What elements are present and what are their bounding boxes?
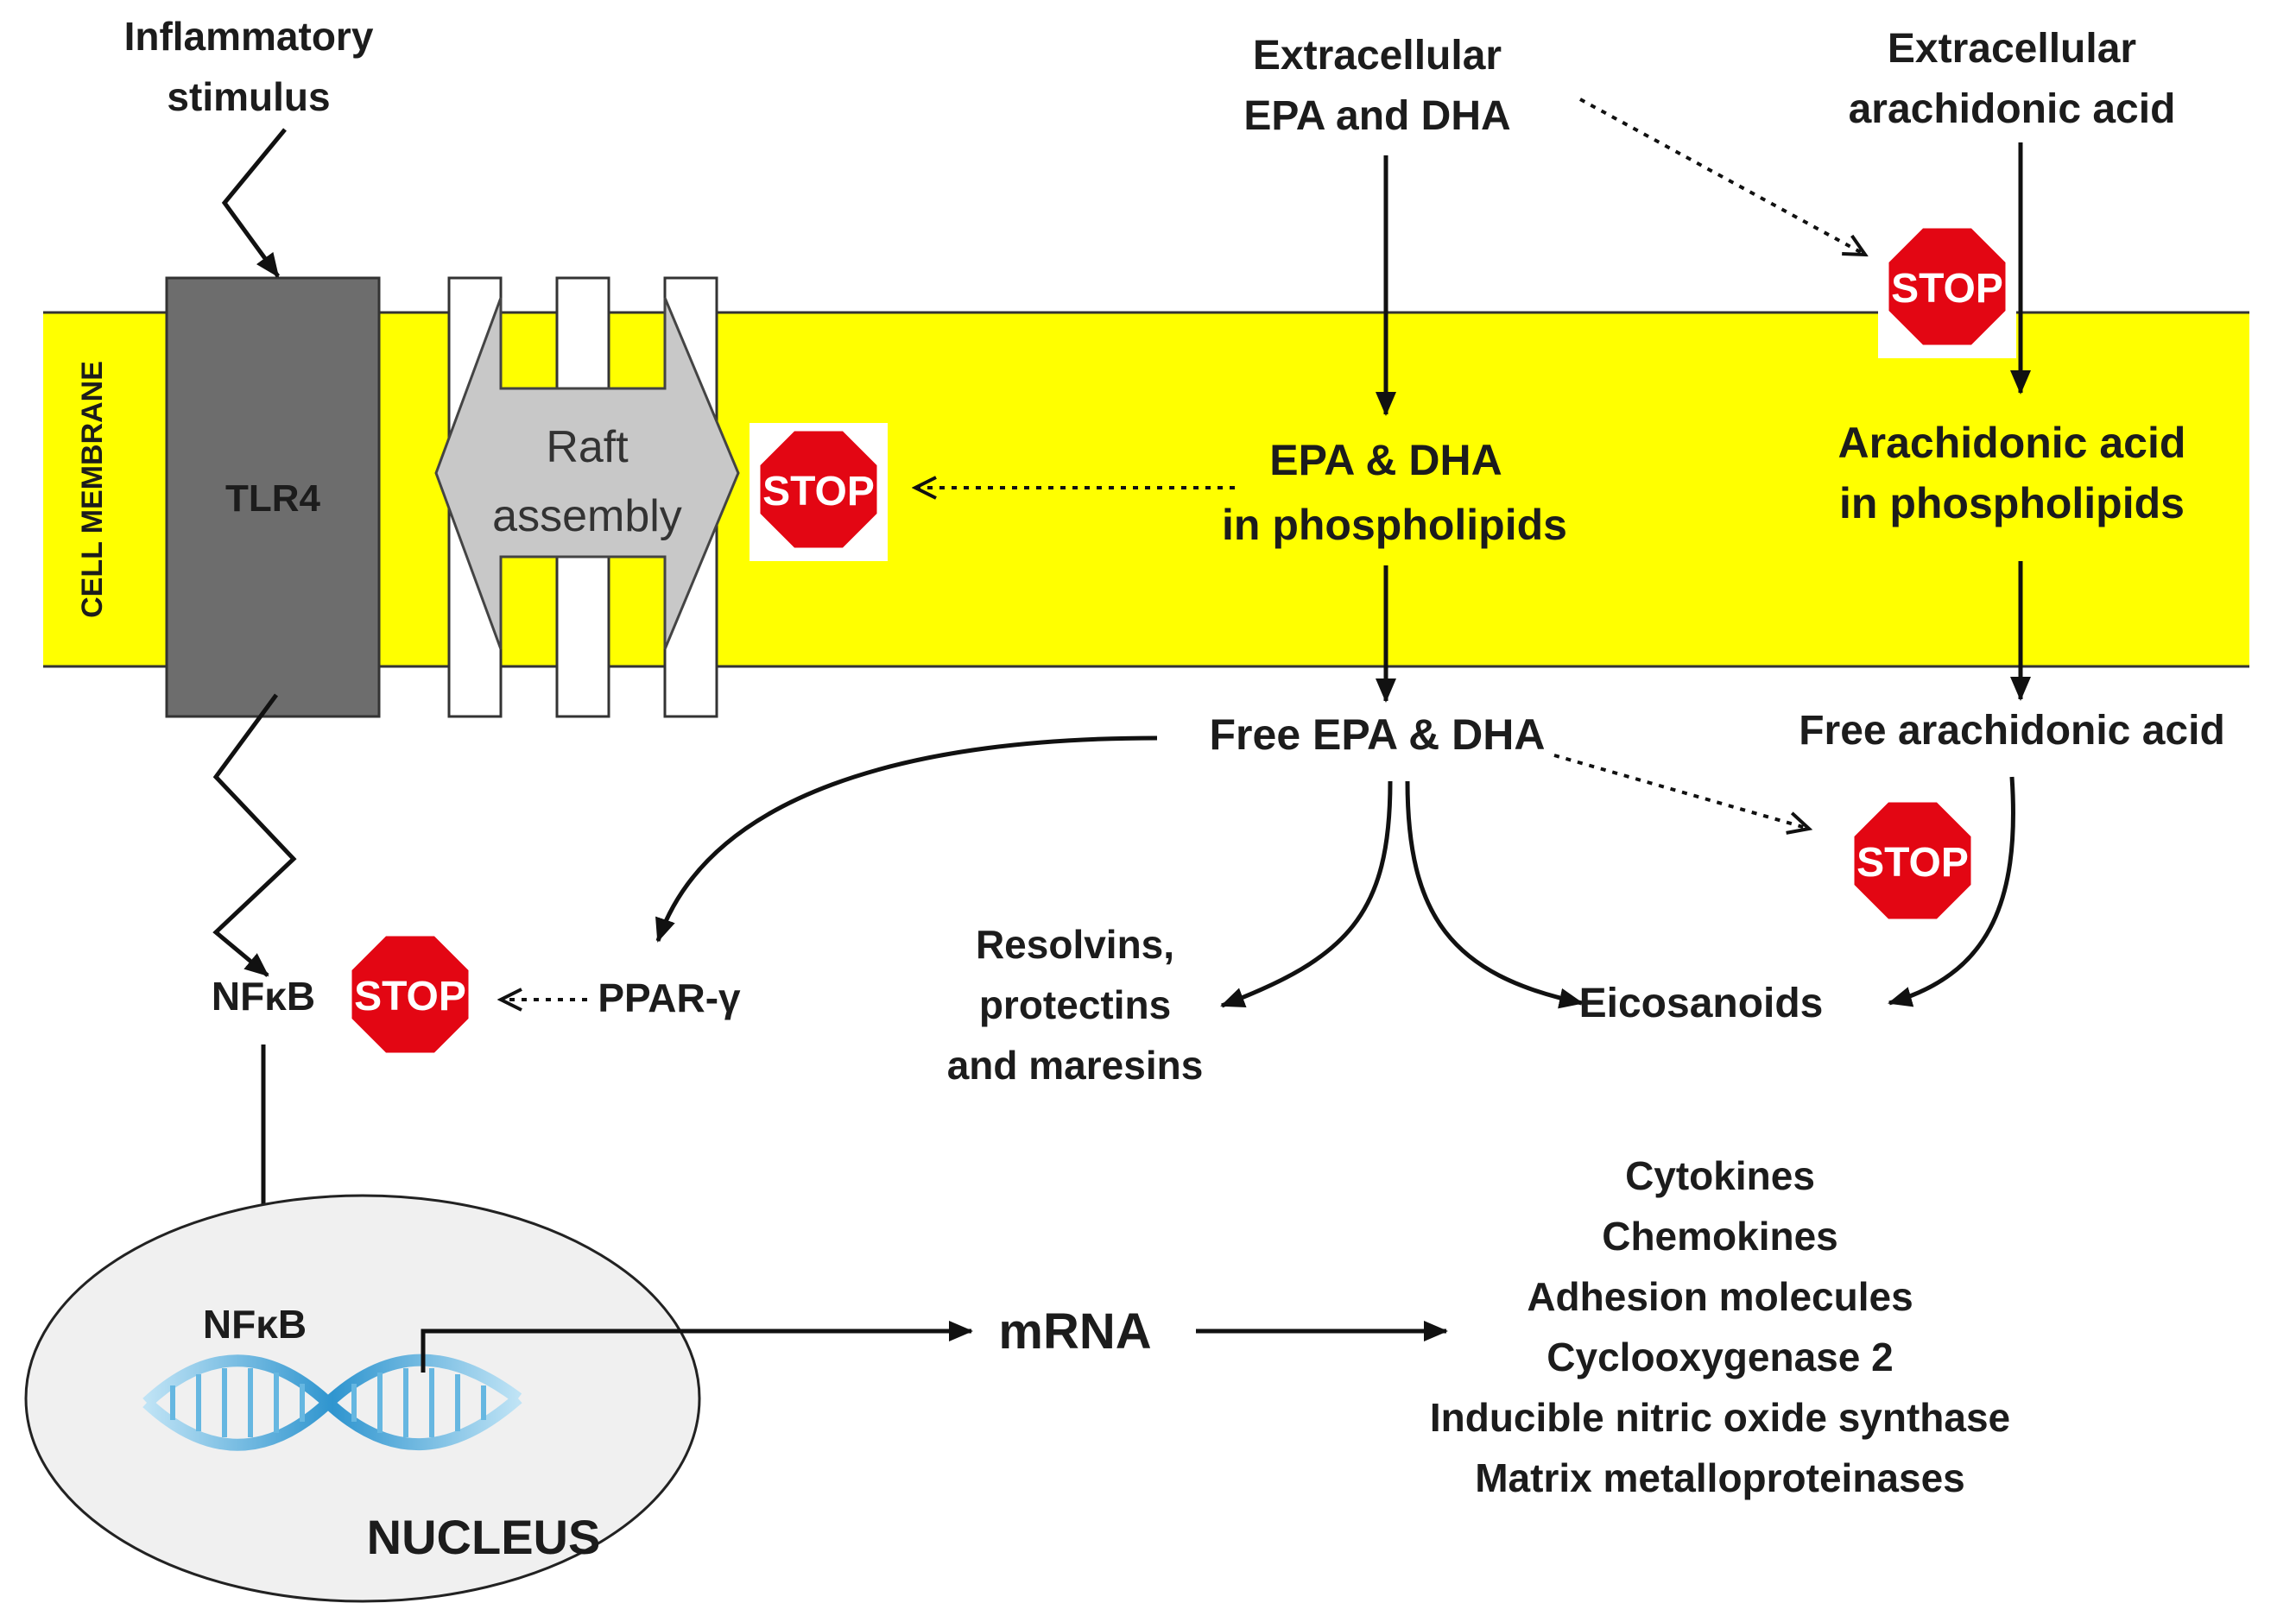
extracellular-epa-dha-line2: EPA and DHA xyxy=(1243,93,1510,139)
epa-dha-to-aa-stop-dotted-arrow xyxy=(1579,98,1865,255)
mrna-label: mRNA xyxy=(998,1303,1151,1360)
nfkb-nucleus-label: NFκB xyxy=(203,1302,307,1347)
product-chemokines: Chemokines xyxy=(1602,1214,1838,1259)
membrane-label: CELL MEMBRANE xyxy=(76,361,109,618)
inflammatory-stimulus-line1: Inflammatory xyxy=(124,14,374,59)
stop-sign-raft-text: STOP xyxy=(762,469,875,514)
free-epa-dha-to-resolvins-arrow xyxy=(1220,780,1393,1008)
resolvins-line3: and maresins xyxy=(947,1043,1204,1088)
nfkb-cytoplasm-label: NFκB xyxy=(212,974,315,1019)
product-cytokines: Cytokines xyxy=(1625,1153,1815,1198)
aa-phospholipids-line2: in phospholipids xyxy=(1839,479,2185,527)
stop-sign-aa-eicosanoids: STOP xyxy=(1844,794,1982,932)
eicosanoids-label: Eicosanoids xyxy=(1579,981,1824,1026)
free-epa-dha-to-eicosanoids-arrow xyxy=(1405,780,1584,1009)
nucleus xyxy=(24,1194,701,1603)
stop-sign-nfkb-text: STOP xyxy=(354,974,466,1019)
free-epa-dha-to-ppar-arrow xyxy=(655,735,1158,943)
stop-sign-aa-uptake-text: STOP xyxy=(1891,266,2003,312)
stimulus-zigzag-arrow xyxy=(221,128,287,278)
extracellular-aa-line2: arachidonic acid xyxy=(1849,86,2176,132)
extracellular-epa-dha-line1: Extracellular xyxy=(1253,33,1502,79)
stop-sign-aa-eicosanoids-text: STOP xyxy=(1856,840,1969,886)
raft-assembly-label-line1: Raft xyxy=(546,422,629,472)
tlr4-to-nfkb-zigzag-arrow xyxy=(212,693,297,977)
free-epa-dha-label: Free EPA & DHA xyxy=(1210,710,1546,759)
resolvins-line2: protectins xyxy=(979,982,1171,1027)
raft-assembly-label-line2: assembly xyxy=(492,491,682,541)
product-cyclooxygenase-2: Cyclooxygenase 2 xyxy=(1546,1335,1893,1379)
raft-assembly-arrow xyxy=(434,297,740,650)
ppar-gamma-label: PPAR-γ xyxy=(598,975,741,1020)
nucleus-label: NUCLEUS xyxy=(367,1510,601,1564)
dna-to-mrna-arrow xyxy=(421,1321,973,1373)
extracellular-aa-line1: Extracellular xyxy=(1888,26,2136,72)
stop-sign-aa-uptake: STOP xyxy=(1878,220,2016,358)
epa-dha-phospholipids-line1: EPA & DHA xyxy=(1269,436,1502,484)
tlr4-receptor xyxy=(165,276,381,718)
product-inos: Inducible nitric oxide synthase xyxy=(1430,1395,2010,1440)
aa-phospholipids-line1: Arachidonic acid xyxy=(1838,419,2186,467)
epa-dha-phospholipids-line2: in phospholipids xyxy=(1222,501,1567,549)
stop-sign-nfkb: STOP xyxy=(341,928,479,1066)
resolvins-line1: Resolvins, xyxy=(976,922,1174,967)
free-aa-to-eicosanoids-arrow xyxy=(1888,776,2015,1007)
inflammatory-stimulus-line2: stimulus xyxy=(167,74,330,119)
stop-sign-raft: STOP xyxy=(750,423,888,561)
free-epa-dha-to-aa-stop-dotted-arrow xyxy=(1553,754,1809,829)
product-adhesion-molecules: Adhesion molecules xyxy=(1527,1274,1913,1319)
dna-helix-icon xyxy=(142,1354,522,1451)
free-aa-label: Free arachidonic acid xyxy=(1799,708,2225,754)
tlr4-label: TLR4 xyxy=(225,477,321,520)
product-mmps: Matrix metalloproteinases xyxy=(1475,1455,1965,1500)
